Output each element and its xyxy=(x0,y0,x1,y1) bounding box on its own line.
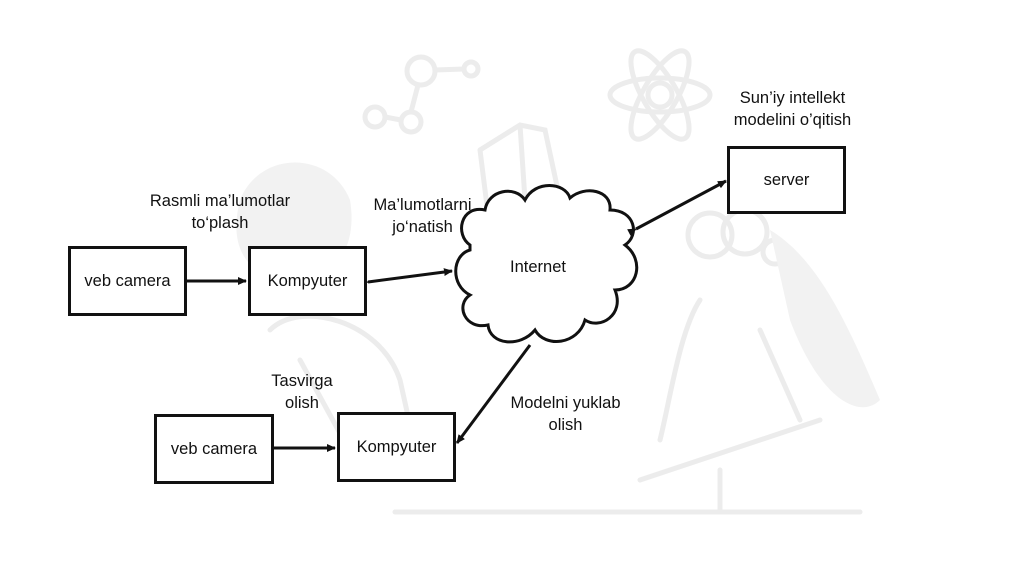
node-internet-label: Internet xyxy=(510,258,566,276)
label-download-model: Modelni yuklab olish xyxy=(498,392,633,436)
edge-internet-server xyxy=(627,179,727,237)
node-label: Kompyuter xyxy=(356,437,437,456)
node-kompyuter-bottom: Kompyuter xyxy=(337,412,456,482)
label-line: Rasmli ma’lumotlar xyxy=(149,192,291,210)
label-collect-photos: Rasmli ma’lumotlar to‘plash xyxy=(140,190,300,234)
node-label: veb camera xyxy=(170,439,258,458)
label-line: Modelni yuklab xyxy=(510,394,621,412)
label-line: Ma’lumotlarni xyxy=(373,196,472,214)
internet-cloud xyxy=(454,184,639,344)
label-line: olish xyxy=(548,416,583,434)
node-label: Kompyuter xyxy=(267,271,348,290)
node-label: server xyxy=(763,170,810,189)
molecule-icon xyxy=(362,54,481,135)
edge-internet-to-computer-bottom xyxy=(455,344,532,444)
node-veb-camera-top: veb camera xyxy=(68,246,187,316)
node-veb-camera-bottom: veb camera xyxy=(154,414,274,484)
label-line: Tasvirga xyxy=(271,372,333,390)
label-send-data: Ma’lumotlarni jo‘natish xyxy=(360,194,485,238)
node-kompyuter-top: Kompyuter xyxy=(248,246,367,316)
node-server: server xyxy=(727,146,846,214)
atom-icon xyxy=(607,48,713,142)
label-line: olish xyxy=(285,394,319,412)
label-line: jo‘natish xyxy=(392,218,453,236)
label-capture: Tasvirga olish xyxy=(262,370,342,414)
edge-computer-internet xyxy=(359,268,453,288)
label-train-model: Sun’iy intellekt modelini o’qitish xyxy=(720,87,865,131)
label-line: to‘plash xyxy=(191,214,249,232)
label-line: Sun’iy intellekt xyxy=(739,89,846,107)
label-line: modelini o’qitish xyxy=(733,111,852,129)
node-label: veb camera xyxy=(84,271,171,290)
